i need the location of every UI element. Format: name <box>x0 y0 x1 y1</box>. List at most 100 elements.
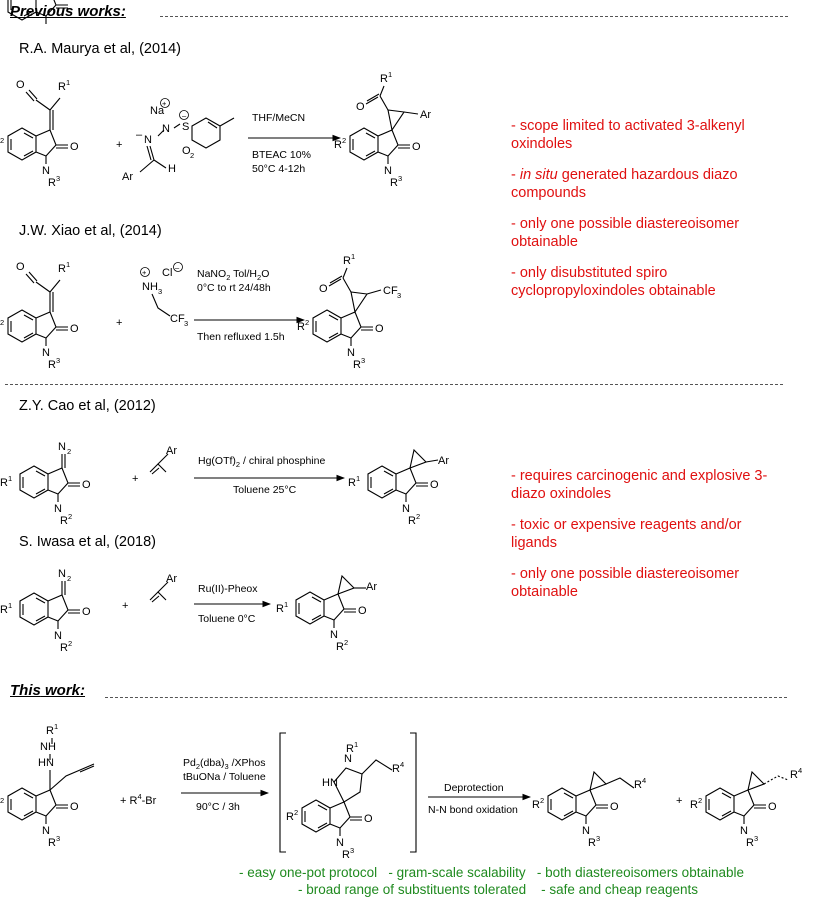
svg-text:1: 1 <box>354 740 358 749</box>
svg-text:R: R <box>48 359 56 371</box>
svg-text:–: – <box>182 111 187 120</box>
svg-text:R: R <box>0 604 8 616</box>
svg-text:O: O <box>70 323 79 335</box>
plus-sign: + <box>676 795 682 807</box>
plus-sign: + <box>116 317 122 329</box>
reaction4-conditions-top: Ru(II)-Pheox <box>198 583 258 595</box>
styrene: Ar <box>149 445 177 475</box>
svg-text:N: N <box>162 123 170 135</box>
svg-text:CF: CF <box>170 313 185 325</box>
svg-text:O: O <box>16 261 25 273</box>
svg-text:O: O <box>358 605 367 617</box>
svg-text:O: O <box>182 145 191 157</box>
advantages-line-1: - easy one-pot protocol - gram-scale sca… <box>239 865 744 880</box>
svg-text:Na: Na <box>150 105 165 117</box>
atom-label: O <box>70 141 79 153</box>
svg-text:R: R <box>690 799 698 811</box>
svg-text:N: N <box>58 441 66 453</box>
svg-text:R: R <box>46 725 54 737</box>
reaction6-conditions-bottom: N-N bond oxidation <box>428 804 518 816</box>
svg-text:2: 2 <box>68 512 72 521</box>
svg-text:1: 1 <box>8 474 12 483</box>
limitations-list-top: - scope limited to activated 3-alkenyl o… <box>511 117 781 300</box>
styrene: Ar <box>149 573 177 603</box>
svg-text:R: R <box>353 359 361 371</box>
svg-text:2: 2 <box>67 574 71 583</box>
limitation-note: - scope limited to activated 3-alkenyl o… <box>511 118 745 152</box>
svg-text:N: N <box>42 347 50 359</box>
svg-text:R: R <box>532 799 540 811</box>
svg-text:HN: HN <box>322 777 338 789</box>
svg-text:O: O <box>82 479 91 491</box>
svg-text:2: 2 <box>0 318 4 327</box>
svg-text:N: N <box>54 503 62 515</box>
svg-text:CF: CF <box>383 285 398 297</box>
svg-text:R: R <box>746 837 754 849</box>
atom-label: R <box>58 81 66 93</box>
svg-text:R: R <box>286 811 294 823</box>
svg-text:3: 3 <box>361 356 365 365</box>
limitation-note: - only one possible diastereoisomer obta… <box>511 216 740 250</box>
svg-text:1: 1 <box>356 474 360 483</box>
svg-text:3: 3 <box>596 834 600 843</box>
svg-text:O: O <box>70 801 79 813</box>
svg-text:HN: HN <box>38 757 54 769</box>
svg-text:R: R <box>297 321 305 333</box>
limitation-note: - in situ generated hazardous diazo comp… <box>511 167 738 201</box>
citation-xiao: J.W. Xiao et al, (2014) <box>19 223 162 239</box>
reaction6-conditions-top: Deprotection <box>444 782 504 794</box>
svg-text:O: O <box>319 283 328 295</box>
oxindole-core <box>7 0 68 24</box>
svg-text:3: 3 <box>754 834 758 843</box>
svg-text:O: O <box>356 101 365 113</box>
plus-sign: + <box>132 473 138 485</box>
limitation-note: - toxic or expensive reagents and/or lig… <box>511 517 742 551</box>
svg-text:N: N <box>582 825 590 837</box>
svg-text:1: 1 <box>54 722 58 731</box>
svg-text:O: O <box>364 813 373 825</box>
hydrazinyl-allyl-oxindole: HN NH R1 R2 O N R3 <box>0 722 95 849</box>
svg-text:2: 2 <box>540 796 544 805</box>
svg-text:N: N <box>347 347 355 359</box>
svg-text:2: 2 <box>0 136 4 145</box>
svg-text:N: N <box>344 753 352 765</box>
svg-text:R: R <box>60 515 68 527</box>
svg-text:2: 2 <box>305 318 309 327</box>
xiao-reactant: O R1 R2 O N R3 <box>0 260 79 371</box>
reaction2-conditions-bottom: Then refluxed 1.5h <box>197 331 285 343</box>
svg-text:N: N <box>384 165 392 177</box>
maurya-reactant: O R1 R2 O N R3 <box>0 78 79 189</box>
svg-text:Ar: Ar <box>166 445 177 457</box>
svg-text:R: R <box>60 642 68 654</box>
svg-text:3: 3 <box>56 174 60 183</box>
this-work-heading: This work: <box>10 682 86 699</box>
svg-text:Cl: Cl <box>162 267 172 279</box>
svg-text:3: 3 <box>397 291 401 300</box>
citation-maurya: R.A. Maurya et al, (2014) <box>19 41 181 57</box>
svg-text:R: R <box>790 769 798 781</box>
svg-text:R: R <box>408 515 416 527</box>
svg-text:Ar: Ar <box>438 455 449 467</box>
svg-text:R: R <box>634 779 642 791</box>
reaction5-conditions-top: Pd2(dba)3 /XPhos <box>183 757 266 772</box>
svg-text:Ar: Ar <box>366 581 377 593</box>
svg-text:4: 4 <box>400 760 404 769</box>
svg-text:N: N <box>144 134 152 146</box>
svg-text:R: R <box>390 177 398 189</box>
svg-text:H: H <box>168 163 176 175</box>
svg-text:N: N <box>402 503 410 515</box>
limitation-note: - only disubstituted spiro cyclopropylox… <box>511 265 716 299</box>
limitations-list-bottom: - requires carcinogenic and explosive 3-… <box>511 467 791 601</box>
svg-text:R: R <box>348 477 356 489</box>
svg-text:R: R <box>336 641 344 653</box>
reaction5-conditions-bottom: 90°C / 3h <box>196 801 240 813</box>
svg-text:2: 2 <box>190 151 194 160</box>
svg-text:2: 2 <box>342 136 346 145</box>
divider-bottom <box>105 697 787 698</box>
svg-text:2: 2 <box>68 639 72 648</box>
